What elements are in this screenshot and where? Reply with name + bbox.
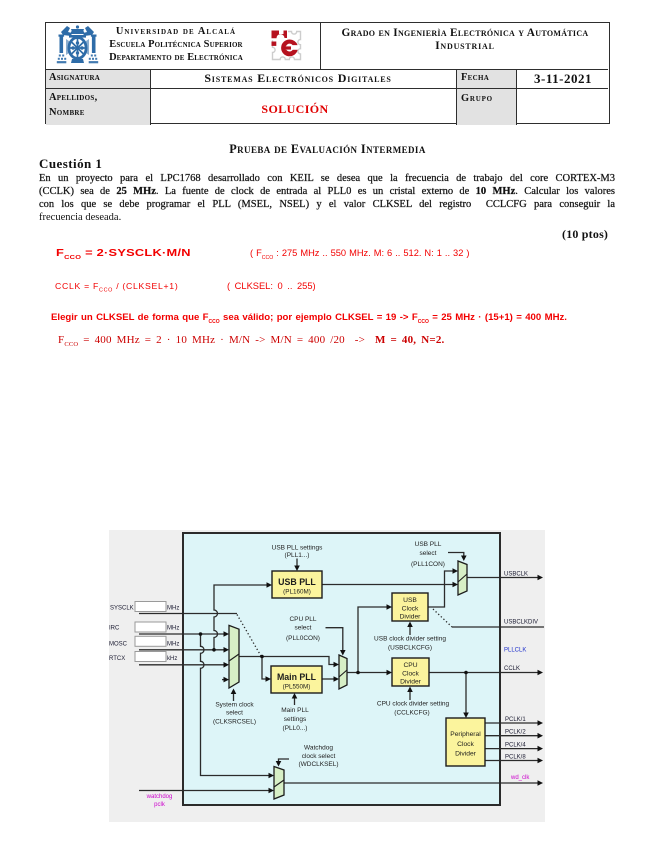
svg-text:(USBCLKCFG): (USBCLKCFG) [388,645,432,652]
svg-text:(WDCLKSEL): (WDCLKSEL) [298,761,338,768]
svg-text:Divider: Divider [455,751,477,758]
svg-text:(PL550M): (PL550M) [283,684,311,691]
svg-text:clock select: clock select [302,753,336,760]
svg-text:USB PLL: USB PLL [278,577,316,587]
svg-text:Peripheral: Peripheral [450,731,481,738]
svg-text:select: select [420,550,437,557]
svg-text:select: select [226,710,243,717]
svg-text:MHz: MHz [167,641,179,647]
svg-text:USBCLK: USBCLK [504,572,528,578]
svg-text:Main PLL: Main PLL [281,707,309,714]
svg-text:Divider: Divider [400,679,422,686]
svg-text:(PLL0...): (PLL0...) [283,725,308,732]
svg-text:settings: settings [284,716,307,723]
svg-text:(CCLKCFG): (CCLKCFG) [394,710,429,717]
svg-text:kHz: kHz [167,656,177,662]
svg-text:select: select [295,625,312,632]
svg-text:System clock: System clock [215,702,254,709]
svg-text:RTCX: RTCX [109,656,125,662]
svg-text:Divider: Divider [400,614,422,621]
svg-text:MOSC: MOSC [109,641,128,647]
svg-text:PLLCLK: PLLCLK [504,648,526,654]
svg-text:MHz: MHz [167,626,179,632]
svg-text:CPU: CPU [403,662,417,669]
svg-text:SYSCLK: SYSCLK [110,606,134,612]
svg-text:Clock: Clock [402,671,419,678]
svg-text:wd_clk: wd_clk [510,775,530,781]
svg-text:(PLL0CON): (PLL0CON) [286,635,320,642]
svg-text:(PLL1CON): (PLL1CON) [411,561,445,568]
svg-text:PCLK/1: PCLK/1 [505,717,526,723]
svg-text:USB: USB [403,597,417,604]
svg-text:PCLK/2: PCLK/2 [505,730,526,736]
svg-text:watchdog: watchdog [146,794,173,800]
svg-text:PCLK/8: PCLK/8 [505,755,526,761]
svg-text:Watchdog: Watchdog [304,745,333,752]
svg-text:Clock: Clock [457,741,474,748]
svg-text:Main PLL: Main PLL [277,672,317,682]
svg-text:MHz: MHz [167,606,179,612]
svg-text:CCLK: CCLK [504,666,520,672]
svg-text:Clock: Clock [402,606,419,613]
svg-text:pclk: pclk [154,802,166,808]
svg-text:(PL160M): (PL160M) [283,589,311,596]
svg-text:PCLK/4: PCLK/4 [505,743,526,749]
svg-text:USB PLL: USB PLL [415,541,442,548]
svg-text:(CLKSRCSEL): (CLKSRCSEL) [213,719,256,726]
svg-text:USB clock divider setting: USB clock divider setting [374,636,446,643]
svg-text:IRC: IRC [109,626,120,632]
svg-text:CPU PLL: CPU PLL [289,616,316,623]
svg-text:USB PLL settings: USB PLL settings [272,545,323,552]
svg-text:USBCLKDIV: USBCLKDIV [504,620,538,626]
svg-text:(PLL1...): (PLL1...) [285,552,310,559]
svg-text:CPU clock divider setting: CPU clock divider setting [377,701,450,708]
